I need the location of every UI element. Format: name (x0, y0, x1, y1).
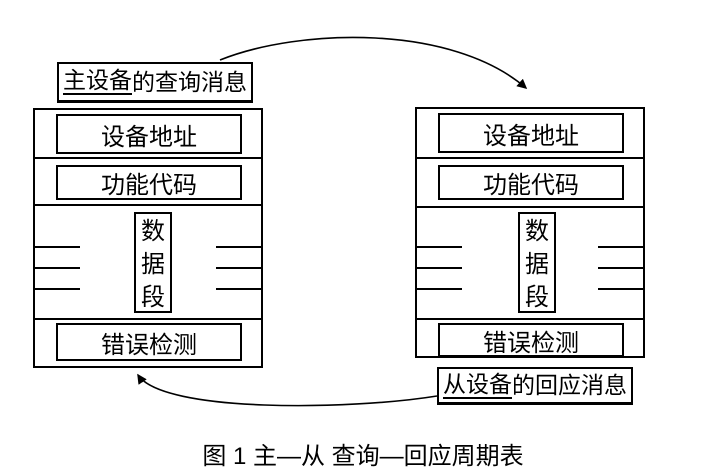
master-query-label: 主设备的查询消息 (57, 62, 253, 103)
device-address-field: 设备地址 (438, 113, 624, 153)
row-divider (417, 157, 643, 159)
break-mark (35, 288, 80, 290)
slave-message-frame: 设备地址 功能代码 数据段 错误检测 (415, 107, 645, 358)
function-code-field: 功能代码 (56, 165, 242, 200)
device-address-text: 设备地址 (101, 123, 197, 151)
error-check-text: 错误检测 (101, 331, 197, 359)
error-check-field: 错误检测 (56, 323, 242, 361)
break-mark (216, 267, 261, 269)
master-query-label-rest: 的查询消息 (132, 68, 247, 95)
break-mark (417, 246, 462, 248)
function-code-text: 功能代码 (101, 172, 197, 199)
break-mark (216, 246, 261, 248)
row-divider (417, 318, 643, 320)
data-segment-field: 数据段 (518, 212, 556, 313)
error-check-text: 错误检测 (483, 329, 579, 357)
function-code-text: 功能代码 (483, 172, 579, 199)
data-segment-field: 数据段 (134, 212, 172, 313)
break-mark (598, 246, 643, 248)
function-code-field: 功能代码 (438, 165, 624, 200)
slave-response-label-rest: 的回应消息 (512, 372, 627, 398)
row-divider (35, 318, 261, 320)
row-divider (417, 206, 643, 208)
master-message-frame: 设备地址 功能代码 数据段 错误检测 (33, 108, 263, 368)
break-mark (598, 267, 643, 269)
device-address-field: 设备地址 (56, 114, 242, 154)
response-arrow (137, 373, 438, 407)
break-mark (35, 246, 80, 248)
break-mark (216, 288, 261, 290)
figure-caption: 图 1 主—从 查询—回应周期表 (202, 443, 524, 470)
query-arrow (219, 36, 528, 89)
break-mark (417, 288, 462, 290)
break-mark (35, 267, 80, 269)
master-query-label-underlined: 主设备 (63, 67, 132, 95)
device-address-text: 设备地址 (483, 122, 579, 150)
break-mark (417, 267, 462, 269)
slave-response-label-underlined: 从设备 (443, 370, 512, 399)
slave-response-label: 从设备的回应消息 (437, 367, 633, 405)
error-check-field: 错误检测 (438, 323, 624, 357)
row-divider (35, 157, 261, 159)
row-divider (35, 204, 261, 206)
break-mark (598, 288, 643, 290)
